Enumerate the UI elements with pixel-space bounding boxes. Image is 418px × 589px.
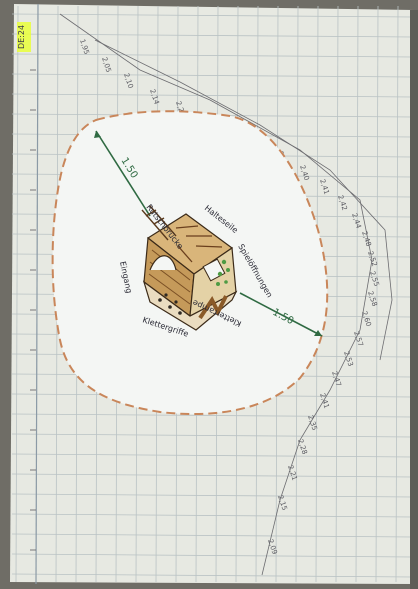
- grid-line-horizontal: [11, 493, 413, 498]
- grid-line-horizontal: [11, 473, 413, 478]
- grid-line-vertical: [375, 5, 379, 583]
- grid-line-horizontal: [11, 513, 413, 518]
- grid-line-horizontal: [11, 433, 413, 438]
- cube-bottom-face: [142, 280, 238, 331]
- grid-line-horizontal: [11, 413, 413, 418]
- left-axis-ticks: [30, 69, 36, 551]
- grid-line-horizontal: [11, 533, 413, 538]
- grid-line-vertical: [395, 5, 399, 583]
- moss-dots: [216, 259, 230, 286]
- grid-line-horizontal: [11, 73, 413, 78]
- play-cube: [141, 205, 238, 331]
- grid-line-horizontal: [11, 93, 413, 98]
- grid-line-horizontal: [11, 33, 413, 38]
- grid-line-horizontal: [11, 553, 413, 558]
- sheet-edge-shadow: [410, 10, 418, 589]
- grid-line-horizontal: [11, 13, 413, 18]
- highlighter-note: DE:24: [17, 22, 31, 52]
- corner-note: DE:24: [17, 25, 26, 49]
- grid-line-vertical: [355, 5, 359, 583]
- margin-line: [35, 3, 39, 585]
- climbing-holds: [158, 293, 182, 315]
- rope-strokes: [175, 225, 223, 263]
- grid-line-vertical: [335, 5, 339, 583]
- climbing-ramp: [198, 295, 228, 320]
- slide-bridge: [141, 205, 177, 241]
- pencil-guides: [59, 13, 393, 576]
- grid-line-horizontal: [11, 53, 413, 58]
- grid-line-horizontal: [11, 573, 413, 578]
- entrance-arch: [149, 255, 177, 271]
- grid-line-horizontal: [11, 453, 413, 458]
